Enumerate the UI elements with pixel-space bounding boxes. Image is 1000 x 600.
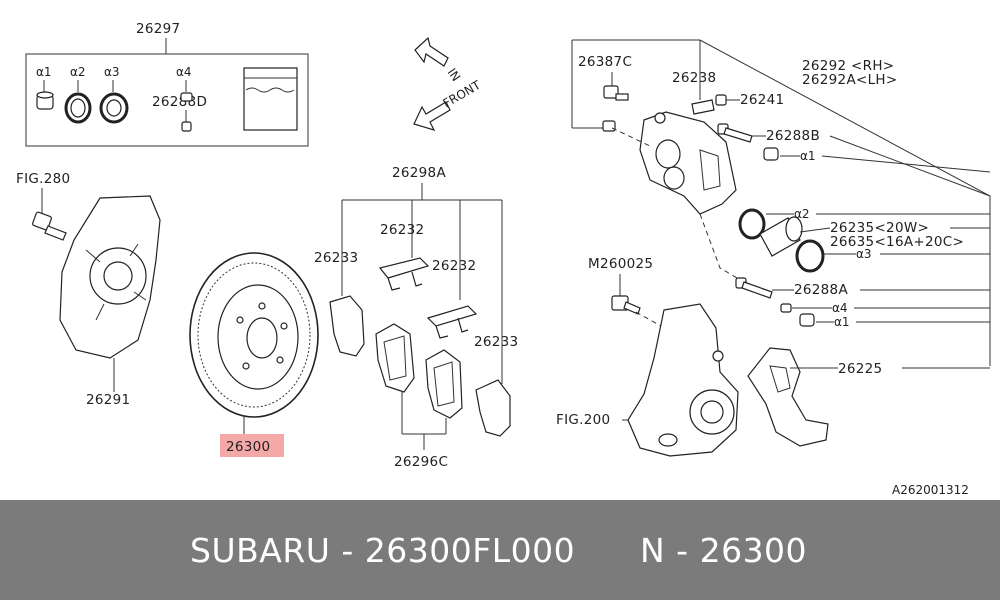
steering-knuckle-icon [627, 303, 739, 457]
label-kit-26288d: 26288D [152, 94, 207, 110]
bolt-icon [611, 295, 641, 315]
pad-clip-icon [378, 257, 430, 291]
dust-shield-group: FIG.280 26291 [16, 171, 161, 408]
label-26387c: 26387C [578, 54, 632, 70]
diagram-code: A262001312 [892, 483, 969, 497]
brake-pad-icon [425, 349, 463, 419]
label-kit-a3: α3 [104, 65, 120, 79]
label-a2-seal: α2 [794, 207, 810, 221]
label-kit: 26297 [136, 21, 180, 37]
bleeder-screw-icon [691, 99, 715, 115]
pad-clip-icon [426, 305, 478, 339]
brake-pad-icon [375, 323, 415, 393]
label-a3-boot: α3 [856, 247, 872, 261]
pad-shim-icon [475, 379, 511, 437]
label-shield: 26291 [86, 392, 130, 408]
bolt-icon [32, 211, 67, 241]
label-dir-in: IN [445, 66, 464, 84]
label-26288b: 26288B [766, 128, 820, 144]
label-caliper-rh: 26292 <RH> [802, 58, 894, 74]
caliper-bolt-icon [603, 85, 629, 101]
boot-cap-icon [799, 313, 815, 327]
label-26225: 26225 [838, 361, 882, 377]
grease-pack-icon [243, 67, 298, 131]
label-a1-lower: α1 [834, 315, 850, 329]
boot-cap-icon [36, 91, 54, 110]
highlight-box [220, 434, 284, 457]
bleeder-cap-icon [715, 94, 727, 106]
label-dir-front: FRONT [441, 78, 484, 111]
piston-seal-icon [64, 92, 92, 124]
brake-rotor-group: 26300 [189, 252, 319, 457]
label-pad-bottom: 26296C [394, 454, 448, 470]
label-m260025: M260025 [588, 256, 653, 272]
label-pad-set: 26298A [392, 165, 446, 181]
piston-boot-icon [795, 239, 825, 273]
seal-kit-group: 26297 α1 α2 α3 α4 26288D [25, 21, 309, 147]
label-kit-a2: α2 [70, 65, 86, 79]
caliper-support-icon [747, 347, 829, 447]
guide-pin-icon [717, 123, 753, 143]
label-a4-lower: α4 [832, 301, 848, 315]
label-26241: 26241 [740, 92, 784, 108]
piston-icon [759, 216, 803, 257]
label-caliper-lh: 26292A<LH> [802, 72, 897, 88]
brake-rotor-icon [189, 252, 319, 418]
label-piston-20w: 26235<20W> [830, 220, 929, 236]
label-fig200: FIG.200 [556, 412, 610, 428]
label-piston-16a: 26635<16A+20C> [830, 234, 964, 250]
label-26238: 26238 [672, 70, 716, 86]
label-kit-a4: α4 [176, 65, 192, 79]
guide-pin-icon [735, 277, 773, 299]
footer-reference: N - 26300 [640, 530, 808, 570]
piston-seal-icon [738, 208, 766, 240]
brake-pad-group: 26298A 26233 26232 26232 26233 [314, 165, 518, 470]
pad-shim-icon [329, 295, 365, 357]
label-kit-a1: α1 [36, 65, 52, 79]
label-shim-right: 26233 [474, 334, 518, 350]
direction-front-group: FRONT [413, 78, 484, 131]
label-fig280: FIG.280 [16, 171, 70, 187]
caliper-group: 26387C 26238 26241 26292 <RH> 26292A<LH>… [556, 39, 991, 457]
bushing-icon [780, 303, 792, 313]
label-a1-upper: α1 [800, 149, 816, 163]
label-clip-left: 26232 [380, 222, 424, 238]
label-26288a: 26288A [794, 282, 848, 298]
bushing-icon [180, 92, 193, 132]
brake-caliper-icon [639, 111, 737, 215]
parts-diagram: 26297 α1 α2 α3 α4 26288D [16, 21, 991, 497]
piston-boot-icon [99, 92, 129, 124]
direction-in-group: IN [414, 36, 464, 84]
bolt-head-icon [602, 120, 616, 132]
footer-part-number: SUBARU - 26300FL000 [190, 530, 576, 570]
label-shim-left: 26233 [314, 250, 358, 266]
footer-bar: SUBARU - 26300FL000 N - 26300 [0, 500, 1000, 600]
label-rotor: 26300 [226, 439, 270, 455]
boot-cap-icon [763, 147, 779, 161]
label-clip-right: 26232 [432, 258, 476, 274]
dust-shield-icon [59, 195, 161, 359]
